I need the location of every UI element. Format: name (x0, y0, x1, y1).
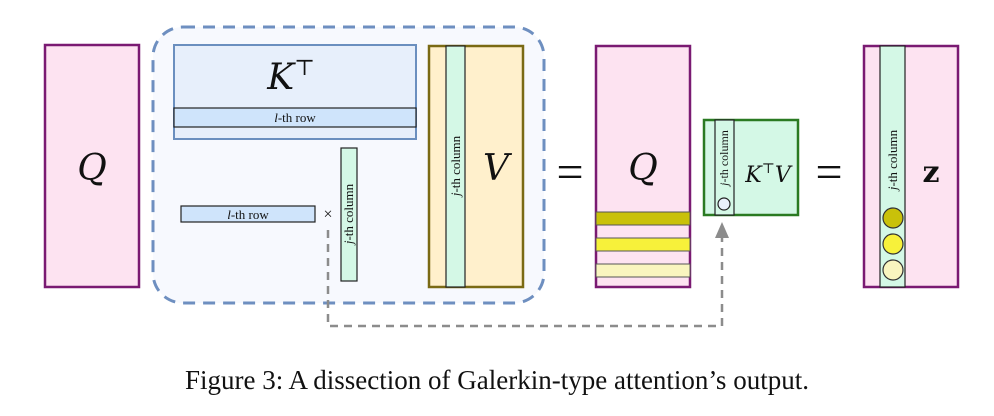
q-left-matrix (43, 43, 141, 289)
z-matrix (862, 44, 960, 289)
q-row-stripe-3 (595, 263, 691, 278)
z-column-label: j-th column (885, 129, 900, 192)
v-matrix (427, 44, 525, 289)
k-transpose-label: K⊤ (266, 56, 315, 98)
ktv-column-highlight (714, 119, 735, 216)
k-row-label: l-th row (274, 110, 316, 125)
q-left-label: Q (77, 148, 107, 189)
small-column-label: j-th column (341, 183, 356, 246)
equals-sign-1: = (556, 146, 583, 199)
small-row (180, 205, 316, 223)
dashed-arrow-head (715, 222, 729, 238)
small-column (340, 147, 358, 282)
ktv-entry-circle (717, 197, 731, 211)
small-row-label: l-th row (227, 207, 269, 222)
z-entry-circle-3 (882, 259, 904, 281)
v-label: V (483, 148, 513, 189)
equals-sign-2: = (815, 146, 842, 199)
times-sign: × (323, 206, 332, 223)
z-entry-circle-2 (882, 233, 904, 255)
q-right-label: Q (628, 148, 658, 189)
z-label: z (922, 155, 939, 190)
k-row-highlight (173, 107, 417, 128)
figure-caption: Figure 3: A dissection of Galerkin-type … (185, 365, 809, 395)
dashed-arrow-path (326, 230, 724, 328)
q-row-stripe-2 (595, 237, 691, 252)
v-column-highlight (445, 45, 466, 288)
v-column-label: j-th column (448, 135, 463, 198)
ktv-label: K⊤V (744, 161, 793, 188)
ktv-column-label: j-th column (717, 130, 731, 188)
q-row-stripe-1 (595, 211, 691, 226)
z-entry-circle-1 (882, 207, 904, 229)
